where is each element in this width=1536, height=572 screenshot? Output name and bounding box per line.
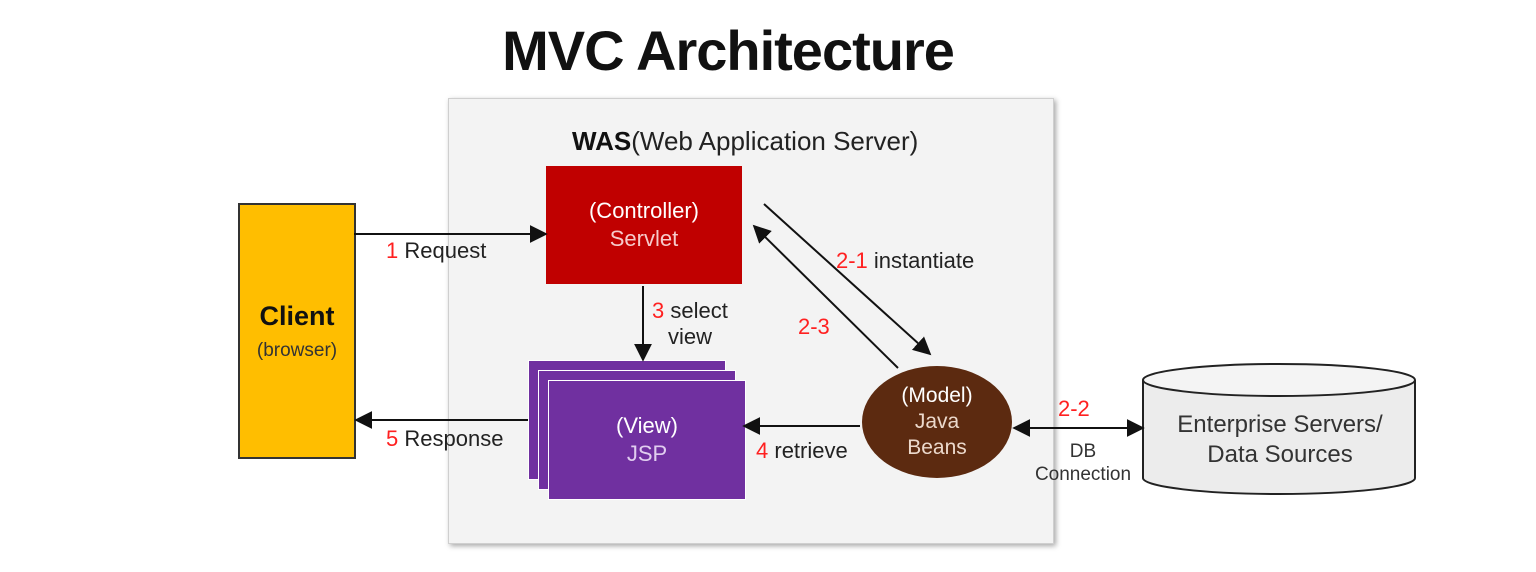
flow-select-view-num: 3 <box>652 298 665 323</box>
flow-instantiate-text: instantiate <box>873 248 975 273</box>
was-label-bold: WAS <box>572 126 632 156</box>
flow-db-line1: DB <box>1069 441 1097 462</box>
flow-request-label: 1 Request <box>386 238 486 264</box>
flow-response-label: 5 Response <box>386 426 503 452</box>
datasource-line2: Data Sources <box>1207 441 1353 468</box>
model-line1: Java <box>914 410 960 433</box>
datasource-line1: Enterprise Servers/ <box>1177 411 1383 438</box>
flow-request-text: Request <box>404 238 487 263</box>
client-box: Client (browser) <box>238 203 356 459</box>
flow-response-text: Response <box>404 426 504 451</box>
flow-select-view-line1: select <box>670 298 728 323</box>
flow-db-num: 2-2 <box>1058 396 1090 421</box>
arrow-return <box>752 224 899 369</box>
arrow-instantiate <box>763 203 932 356</box>
view-name: JSP <box>626 441 668 466</box>
controller-role: (Controller) <box>588 198 700 223</box>
flow-return-num: 2-3 <box>798 314 830 339</box>
flow-db-num-label: 2-2 <box>1058 396 1090 422</box>
model-ellipse: (Model) Java Beans <box>862 366 1012 478</box>
flow-retrieve-text: retrieve <box>774 438 848 463</box>
flow-select-view-line2: view <box>668 324 713 349</box>
flow-instantiate-label: 2-1 instantiate <box>836 248 974 274</box>
flow-db-label: DB Connection <box>1030 440 1136 486</box>
client-sub: (browser) <box>256 339 338 361</box>
flow-return-label: 2-3 <box>798 314 830 340</box>
flow-instantiate-num: 2-1 <box>836 248 868 273</box>
datasource-cylinder <box>1142 363 1416 495</box>
was-label: WAS(Web Application Server) <box>572 126 918 157</box>
model-line2: Beans <box>907 436 967 459</box>
view-box: (View) JSP <box>548 380 746 500</box>
flow-retrieve-label: 4 retrieve <box>756 438 848 464</box>
flow-retrieve-num: 4 <box>756 438 769 463</box>
model-role: (Model) <box>901 384 973 407</box>
controller-name: Servlet <box>609 226 679 251</box>
view-role: (View) <box>616 413 678 438</box>
client-name: Client <box>259 300 335 331</box>
datasource-label: Enterprise Servers/ Data Sources <box>1145 410 1415 470</box>
controller-box: (Controller) Servlet <box>546 166 742 284</box>
flow-request-num: 1 <box>386 238 399 263</box>
flow-db-line2: Connection <box>1034 464 1132 485</box>
flow-response-num: 5 <box>386 426 399 451</box>
flow-select-view-label: 3 select view <box>652 298 728 350</box>
diagram-title: MVC Architecture <box>502 19 955 82</box>
was-label-rest: (Web Application Server) <box>631 126 919 156</box>
